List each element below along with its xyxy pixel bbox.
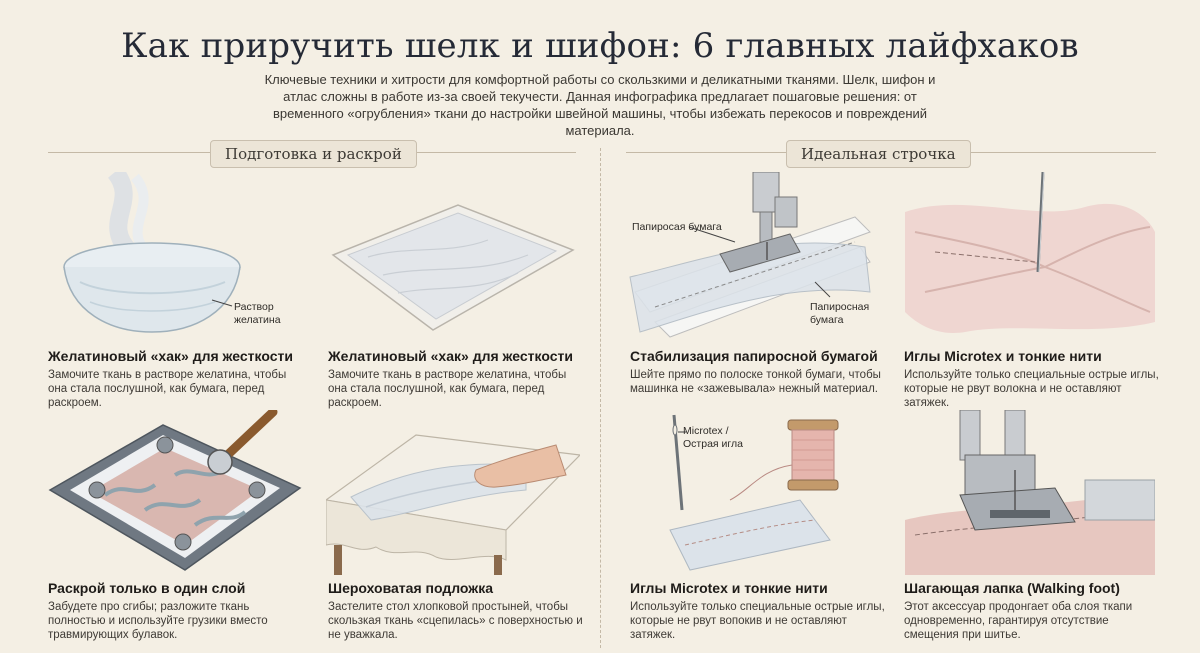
- card-title: Шагающая лапка (Walking foot): [904, 580, 1120, 596]
- card-description: Забудете про сгибы; разложите ткань полн…: [48, 601, 268, 641]
- card-microtex-needles-2: Иглы Microtex и тонкие нити Используйте …: [630, 580, 885, 642]
- card-description: Застелите стол хлопковой простыней, чтоб…: [328, 601, 583, 641]
- page-title: Как приручить шелк и шифон: 6 главных ла…: [121, 26, 1079, 66]
- tissue-paper-label-top: Папиросая бумага: [632, 221, 722, 233]
- card-title: Желатиновый «хак» для жесткости: [48, 348, 293, 364]
- card-single-layer-cutting: Раскрой только в один слой Забудете про …: [48, 580, 303, 642]
- card-description: Этот аксессуар продонгает оба слоя ткапи…: [904, 601, 1133, 641]
- section-header-preparation: Подготовка и раскрой: [210, 140, 417, 168]
- microtex-needle-thread-illustration: [669, 414, 839, 571]
- tissue-paper-sewing-illustration: [629, 172, 871, 338]
- card-walking-foot: Шагающая лапка (Walking foot) Этот аксес…: [904, 580, 1159, 642]
- card-gelatin-hack: Желатиновый «хак» для жесткости Замочите…: [48, 348, 303, 410]
- page-subtitle: Ключевые техники и хитрости для комфортн…: [264, 72, 936, 138]
- card-tissue-paper: Стабилизация папиросной бумагой Шейте пр…: [630, 348, 885, 396]
- card-description: Замочите ткань в растворе желатина, чтоб…: [328, 369, 567, 409]
- card-description: Шейте прямо по полоске тонкой бумаги, чт…: [630, 369, 881, 395]
- card-description: Используйте только специальные острые иг…: [630, 601, 885, 641]
- card-title: Желатиновый «хак» для жесткости: [328, 348, 573, 364]
- column-divider: [600, 148, 601, 648]
- card-title: Раскрой только в один слой: [48, 580, 246, 596]
- stiffened-fabric-illustration: [331, 204, 575, 331]
- card-title: Иглы Microtex и тонкие нити: [904, 348, 1102, 364]
- tissue-paper-label-bottom: Папиросная бумага: [810, 301, 870, 326]
- card-gelatin-hack-2: Желатиновый «хак» для жесткости Замочите…: [328, 348, 583, 410]
- microtex-needle-label: Microtex / Острая игла: [683, 425, 743, 450]
- card-title: Иглы Microtex и тонкие нити: [630, 580, 828, 596]
- card-description: Используйте только специальные острые иг…: [904, 369, 1159, 409]
- card-title: Шероховатая подложка: [328, 580, 494, 596]
- card-microtex-needles: Иглы Microtex и тонкие нити Используйте …: [904, 348, 1159, 410]
- microtex-needle-silk-illustration: [905, 172, 1155, 333]
- single-layer-cutting-illustration: [48, 410, 302, 571]
- walking-foot-illustration: [905, 410, 1155, 575]
- card-description: Замочите ткань в растворе желатина, чтоб…: [48, 369, 287, 409]
- card-title: Стабилизация папиросной бумагой: [630, 348, 878, 364]
- card-rough-underlay: Шероховатая подложка Застелите стол хлоп…: [328, 580, 583, 642]
- section-header-stitching: Идеальная строчка: [786, 140, 971, 168]
- gelatin-solution-label: Раствор желатина: [234, 301, 281, 326]
- gelatin-bowl-illustration: [63, 172, 241, 333]
- rough-underlay-illustration: [326, 434, 580, 575]
